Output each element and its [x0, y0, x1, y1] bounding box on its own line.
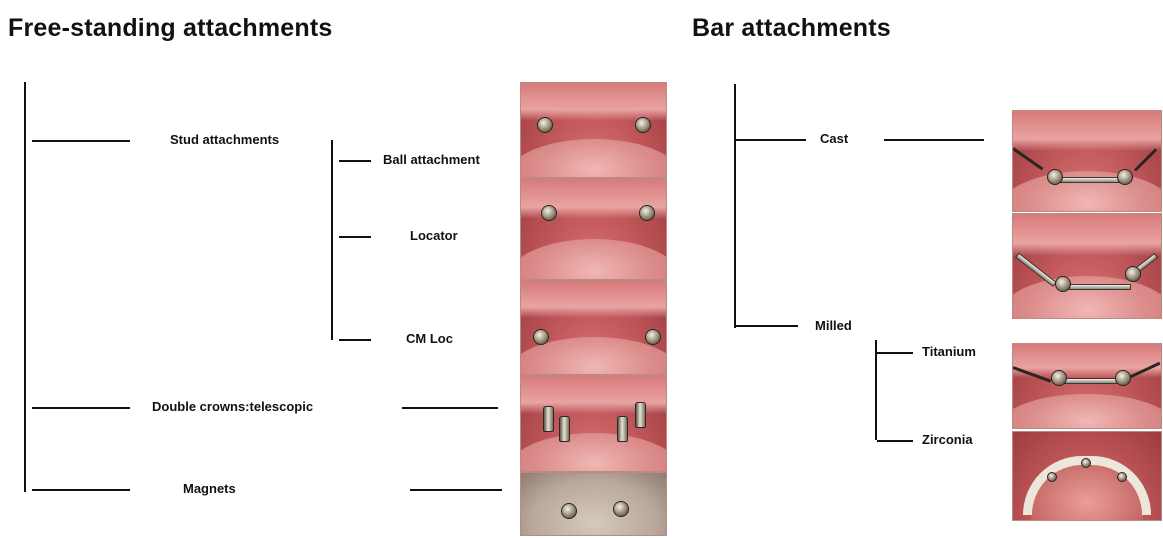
- magnets-photo: [520, 472, 667, 536]
- stud-attachments-label: Stud attachments: [170, 132, 279, 148]
- zirconia-branch-line: [877, 440, 913, 442]
- bar-attachments-title: Bar attachments: [692, 14, 891, 43]
- cast-label: Cast: [820, 131, 848, 147]
- stud-sub-trunk: [331, 140, 333, 340]
- telescopic-photo: [520, 375, 667, 472]
- ball-attachment-label: Ball attachment: [383, 152, 480, 168]
- left-main-trunk: [24, 82, 26, 492]
- ball-attachment-photo: [520, 82, 667, 178]
- milled-sub-trunk: [875, 340, 877, 440]
- milled-branch-line: [736, 325, 798, 327]
- cast-branch-line: [736, 139, 806, 141]
- titanium-branch-line: [877, 352, 913, 354]
- zirconia-label: Zirconia: [922, 432, 973, 448]
- cm-loc-photo: [520, 280, 667, 375]
- locator-photo: [520, 178, 667, 280]
- ball-branch-line: [339, 160, 371, 162]
- titanium-bar-photo: [1012, 343, 1162, 429]
- locator-label: Locator: [410, 228, 458, 244]
- locator-branch-line: [339, 236, 371, 238]
- milled-label: Milled: [815, 318, 852, 334]
- cast-bar-photo-1: [1012, 110, 1162, 212]
- magnets-label: Magnets: [183, 481, 236, 497]
- double-branch-line: [32, 407, 130, 409]
- magnets-connector-line: [410, 489, 502, 491]
- cm-loc-label: CM Loc: [406, 331, 453, 347]
- cast-bar-photo-2: [1012, 213, 1162, 319]
- free-standing-title: Free-standing attachments: [8, 14, 333, 43]
- stud-branch-line: [32, 140, 130, 142]
- magnets-branch-line: [32, 489, 130, 491]
- cast-connector-line: [884, 139, 984, 141]
- double-connector-line: [402, 407, 498, 409]
- titanium-label: Titanium: [922, 344, 976, 360]
- cmloc-branch-line: [339, 339, 371, 341]
- right-main-trunk: [734, 84, 736, 328]
- zirconia-bar-photo: [1012, 431, 1162, 521]
- double-crowns-label: Double crowns:telescopic: [152, 399, 313, 415]
